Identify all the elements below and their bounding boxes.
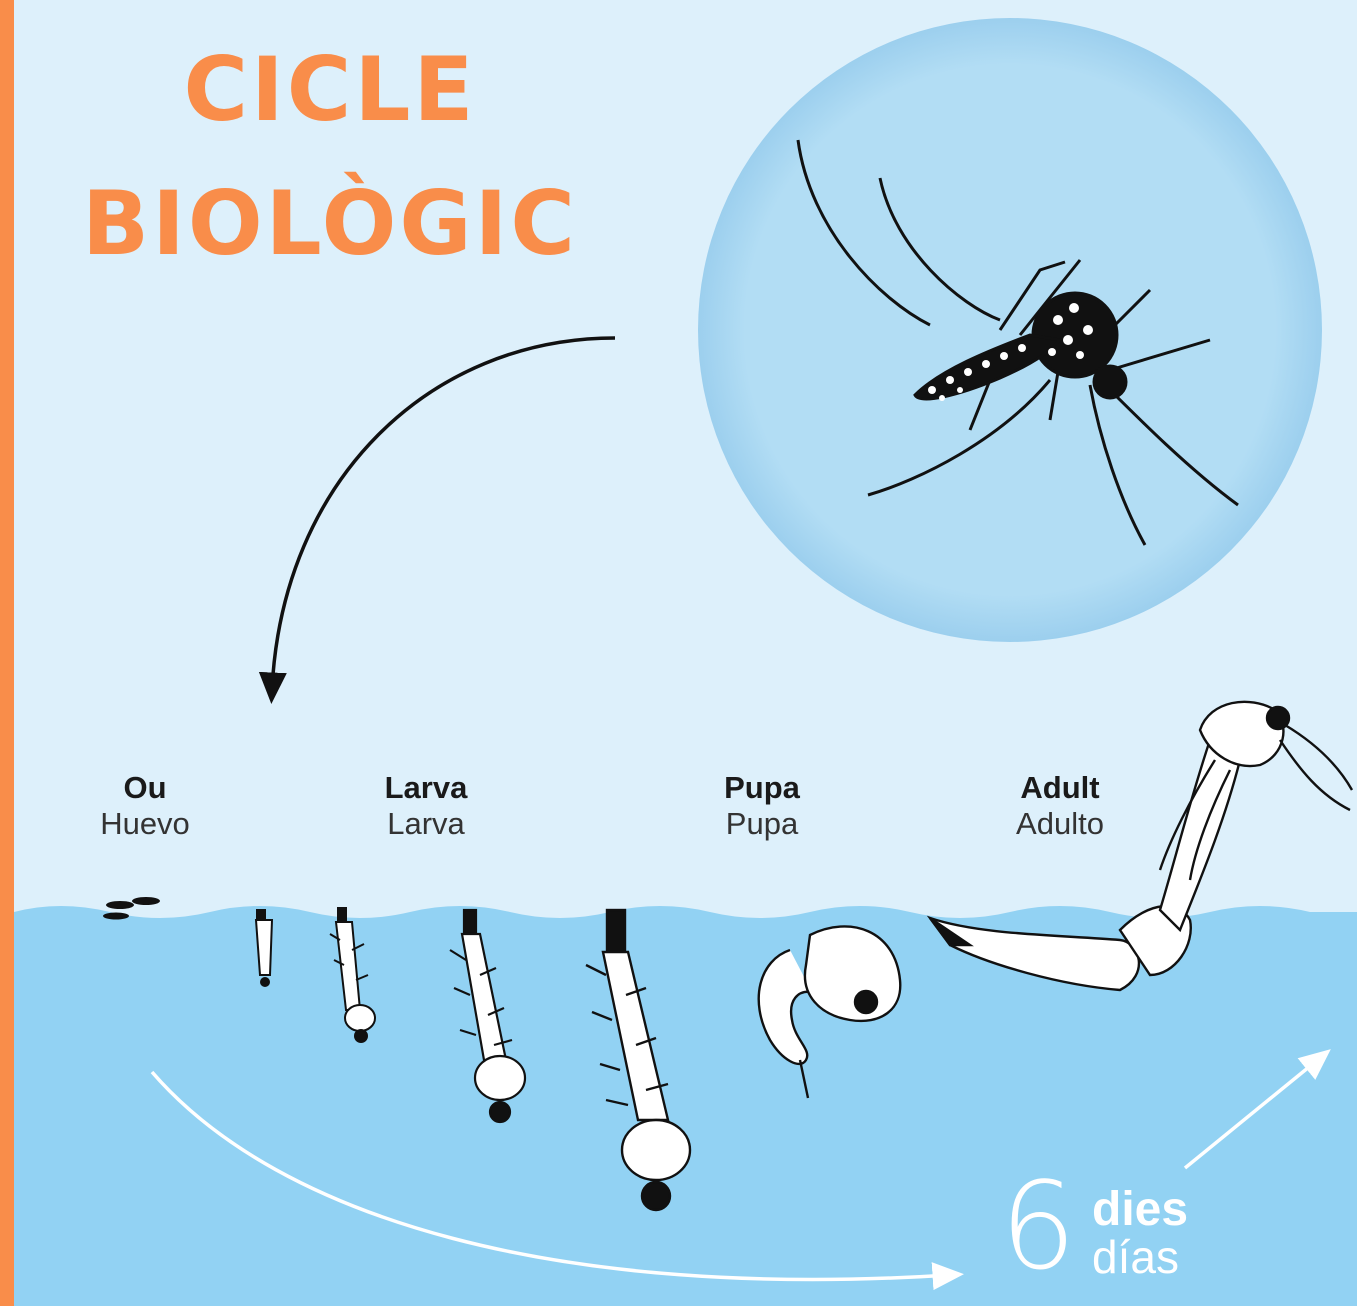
stage-name-es: Adulto (960, 806, 1160, 842)
stage-name-es: Pupa (662, 806, 862, 842)
duration-unit-ca: dies (1092, 1186, 1188, 1234)
duration-unit-es: días (1092, 1234, 1179, 1280)
adult-circle (698, 18, 1322, 642)
stage-name-es: Larva (326, 806, 526, 842)
stage-name-ca: Ou (45, 770, 245, 806)
stage-name-es: Huevo (45, 806, 245, 842)
stage-name-ca: Larva (326, 770, 526, 806)
stage-label-pupa: Pupa Pupa (662, 770, 862, 841)
stage-name-ca: Adult (960, 770, 1160, 806)
cycle-arrow (272, 338, 615, 690)
stage-label-larva: Larva Larva (326, 770, 526, 841)
title-line-2: BIOLÒGIC (60, 180, 600, 268)
title-line-1: CICLE (60, 46, 600, 134)
stage-label-egg: Ou Huevo (45, 770, 245, 841)
stage-label-adult: Adult Adulto (960, 770, 1160, 841)
stage-name-ca: Pupa (662, 770, 862, 806)
duration-number: 6 (1000, 1168, 1076, 1288)
